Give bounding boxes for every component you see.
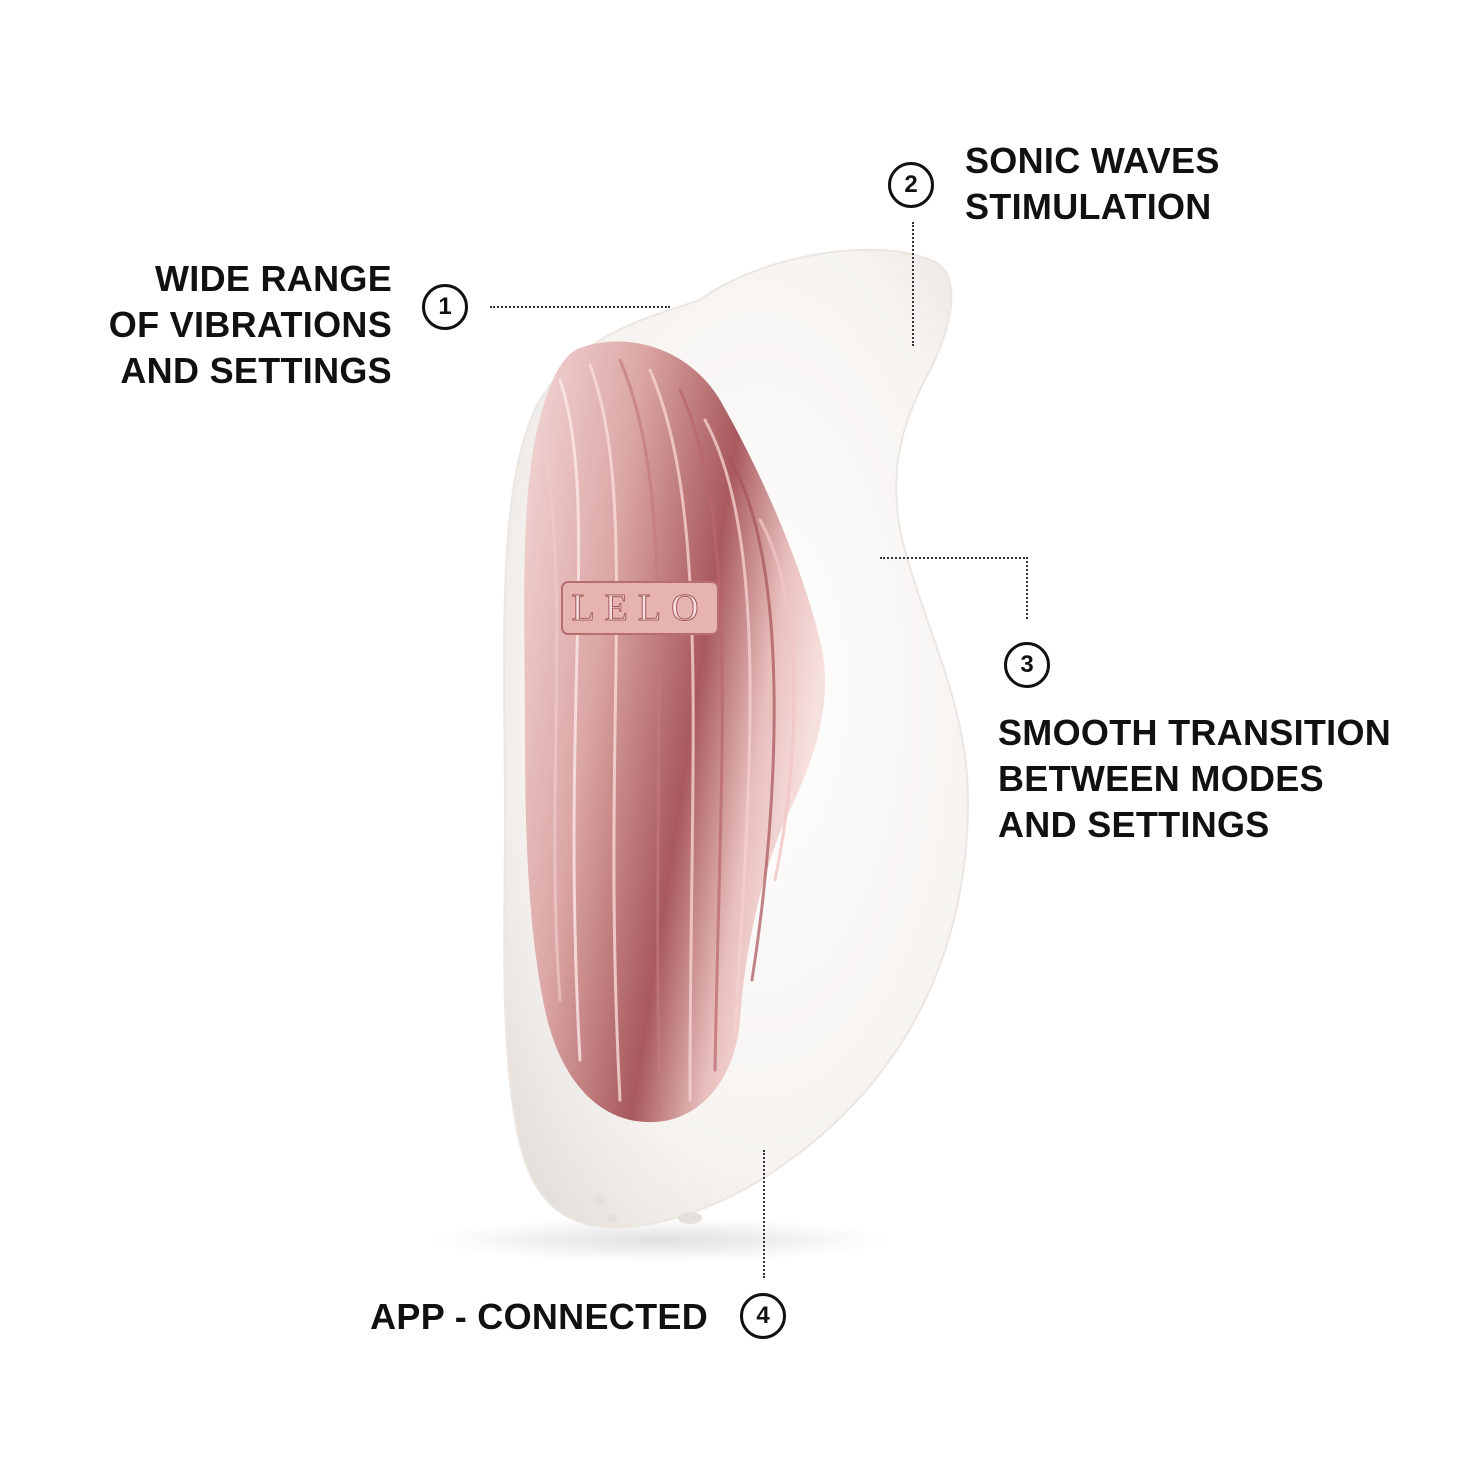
shell-ribs	[543, 358, 796, 1112]
logo-plate: LELO	[561, 581, 719, 635]
floor-shadow	[430, 1218, 890, 1262]
control-buttons	[594, 1194, 702, 1224]
feature-1-label: WIDE RANGE OF VIBRATIONS AND SETTINGS	[109, 256, 392, 394]
feature-4-number-badge: 4	[740, 1293, 786, 1339]
feature-1-number-badge: 1	[422, 284, 468, 330]
logo-text: LELO	[571, 587, 708, 629]
feature-3-line-3: AND SETTINGS	[998, 804, 1270, 845]
leader-line-3-horizontal	[880, 557, 1028, 559]
feature-4-label: APP - CONNECTED	[370, 1294, 708, 1340]
leader-line-4	[763, 1150, 765, 1278]
feature-2-label: SONIC WAVES STIMULATION	[965, 138, 1220, 230]
feature-4-line-1: APP - CONNECTED	[370, 1296, 708, 1337]
feature-2-line-2: STIMULATION	[965, 186, 1212, 227]
feature-2-line-1: SONIC WAVES	[965, 140, 1220, 181]
leader-line-1	[490, 306, 670, 308]
feature-3-line-1: SMOOTH TRANSITION	[998, 712, 1392, 753]
shell-panel	[524, 341, 826, 1123]
leader-line-2	[912, 222, 914, 346]
feature-3-line-2: BETWEEN MODES	[998, 758, 1324, 799]
feature-3-number-badge: 3	[1004, 642, 1050, 688]
feature-1-line-3: AND SETTINGS	[120, 350, 392, 391]
feature-1-line-1: WIDE RANGE	[155, 258, 392, 299]
feature-3-label: SMOOTH TRANSITION BETWEEN MODES AND SETT…	[998, 710, 1391, 848]
leader-line-3-vertical	[1026, 557, 1028, 619]
feature-1-line-2: OF VIBRATIONS	[108, 304, 392, 345]
feature-2-number-badge: 2	[888, 162, 934, 208]
